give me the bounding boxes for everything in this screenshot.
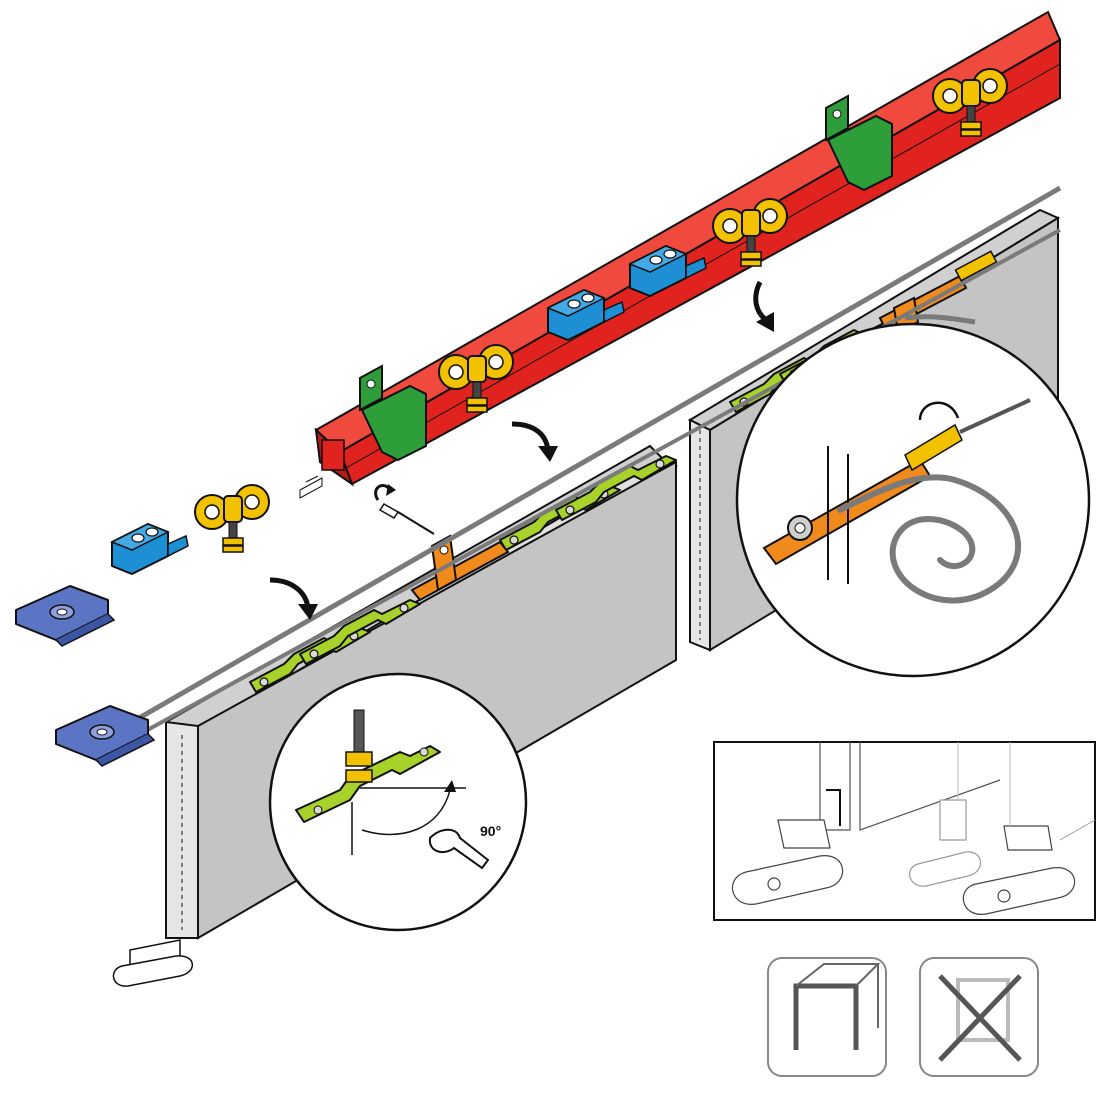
floor-guide (112, 939, 193, 987)
move-arrow-icon (269, 280, 774, 620)
inset-floor-guide-detail (713, 741, 1096, 921)
insert-direction-hint (299, 475, 323, 499)
detail-callout-cable-tension (735, 322, 1091, 678)
mounting-clip-green (359, 94, 893, 462)
guide-cable (78, 185, 1062, 755)
crossed-out-profile-icon (919, 957, 1039, 1077)
detail-callout-bracket-adjust: 90° (268, 672, 528, 932)
square-profile-icon (767, 957, 887, 1077)
rotation-angle-label: 90° (480, 823, 501, 839)
end-cap-blue (15, 585, 155, 767)
